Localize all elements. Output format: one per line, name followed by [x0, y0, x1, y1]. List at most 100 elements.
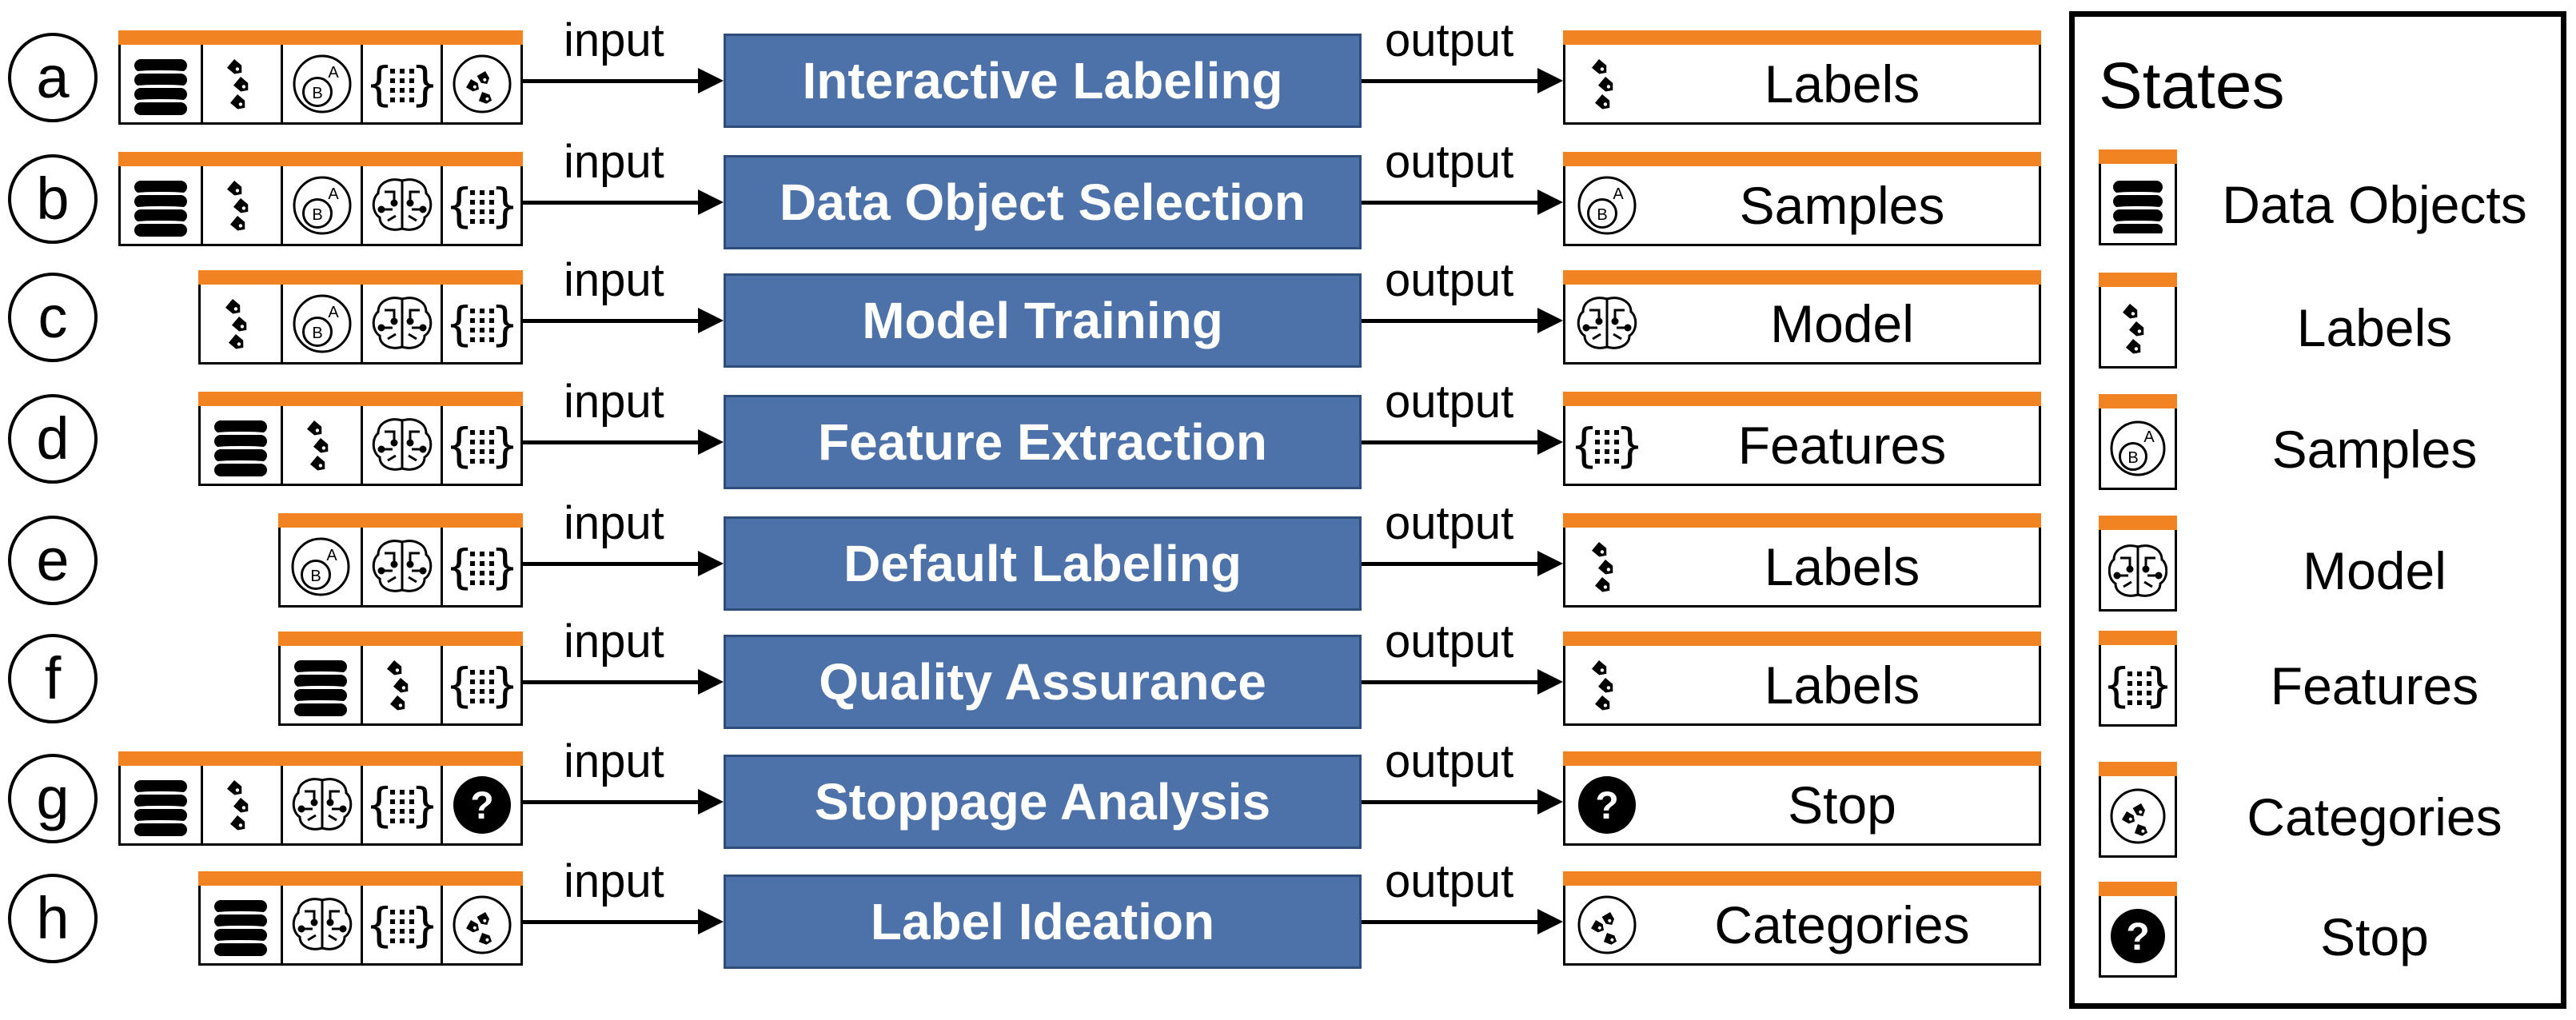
output-arrowhead: [1537, 189, 1563, 215]
input-state-cell: A B: [281, 166, 361, 244]
categories-icon: [1576, 894, 1638, 956]
legend-item: Data Objects: [2075, 149, 2562, 245]
svg-text:?: ?: [470, 785, 493, 827]
row-letter: d: [8, 394, 98, 484]
input-states: { }: [198, 392, 523, 486]
row-letter: e: [8, 516, 98, 605]
stop-icon: ?: [2108, 906, 2167, 966]
input-arrowhead: [698, 669, 724, 695]
svg-text:}: }: [1616, 418, 1638, 472]
legend-item: Model: [2075, 516, 2562, 612]
output-state: Categories: [1563, 871, 2041, 966]
output-name: Labels: [1764, 655, 1920, 715]
input-state-cell: [201, 766, 281, 843]
input-state-cell: [361, 528, 441, 605]
legend-item-label: Data Objects: [2222, 175, 2527, 234]
input-state-cell: [361, 646, 441, 723]
input-state-cell: [201, 886, 281, 963]
input-state-cell: [441, 886, 520, 963]
svg-text:{: {: [451, 297, 473, 351]
input-states: { } ?: [118, 751, 523, 846]
process-box: Data Object Selection: [724, 155, 1362, 249]
stop-icon: ?: [451, 774, 513, 836]
output-arrow: [1362, 440, 1537, 444]
labels-icon: [211, 53, 273, 115]
data-objects-icon: [130, 774, 192, 836]
row-letter: h: [8, 874, 98, 963]
input-state-cell: [201, 45, 281, 122]
output-name: Stop: [1788, 775, 1896, 835]
output-state: Labels: [1563, 513, 2041, 608]
output-state: Labels: [1563, 632, 2041, 726]
data-objects-icon: [289, 654, 352, 716]
input-state-cell: [121, 45, 201, 122]
legend-state-box: [2099, 273, 2177, 369]
labels-icon: [211, 774, 273, 836]
samples-icon: A B: [291, 293, 353, 355]
svg-text:A: A: [328, 64, 339, 82]
input-state-cell: [201, 406, 281, 484]
input-arrow: [523, 79, 698, 83]
svg-text:B: B: [310, 568, 321, 585]
model-icon: [291, 894, 353, 956]
svg-text:}: }: [490, 418, 512, 472]
svg-text:B: B: [2127, 449, 2138, 467]
output-name: Labels: [1764, 54, 1920, 114]
input-arrowhead: [698, 429, 724, 455]
categories-icon: [2108, 787, 2167, 846]
output-label: output: [1385, 855, 1514, 907]
output-name: Samples: [1739, 175, 1945, 235]
features-icon: { }: [451, 293, 513, 355]
legend-item: Labels: [2075, 273, 2562, 369]
row-letter: g: [8, 754, 98, 843]
input-state-cell: ?: [441, 766, 520, 843]
process-name: Model Training: [862, 292, 1223, 349]
input-arrow: [523, 319, 698, 323]
input-state-cell: [121, 766, 201, 843]
features-icon: { }: [371, 53, 433, 115]
model-icon: [371, 174, 433, 237]
output-arrow: [1362, 800, 1537, 804]
legend-item: ? Stop: [2075, 882, 2562, 978]
model-icon: [291, 774, 353, 836]
features-icon: { }: [371, 894, 433, 956]
svg-text:A: A: [2143, 428, 2155, 446]
input-arrow: [523, 201, 698, 205]
labels-icon: [1576, 53, 1638, 115]
output-state: A B Samples: [1563, 152, 2041, 246]
process-box: Quality Assurance: [724, 635, 1362, 729]
output-arrowhead: [1537, 909, 1563, 934]
svg-text:B: B: [312, 325, 322, 342]
input-label: input: [564, 14, 664, 66]
output-arrow: [1362, 680, 1537, 684]
model-icon: [2108, 540, 2167, 600]
output-arrow: [1362, 79, 1537, 83]
output-arrow: [1362, 562, 1537, 566]
input-state-cell: [441, 45, 520, 122]
input-label: input: [564, 254, 664, 306]
output-label: output: [1385, 735, 1514, 787]
row-letter: f: [8, 634, 98, 723]
input-state-cell: [281, 886, 361, 963]
output-state: ? Stop: [1563, 751, 2041, 846]
output-label: output: [1385, 376, 1514, 428]
legend-state-box: A B: [2099, 394, 2177, 490]
model-icon: [371, 414, 433, 476]
output-name: Categories: [1714, 894, 1970, 954]
row-letter: c: [8, 273, 98, 362]
input-label: input: [564, 136, 664, 188]
input-arrow: [523, 440, 698, 444]
output-arrowhead: [1537, 551, 1563, 576]
svg-text:}: }: [410, 57, 433, 111]
process-box: Stoppage Analysis: [724, 755, 1362, 849]
legend-item-label: Stop: [2320, 907, 2429, 966]
output-arrowhead: [1537, 308, 1563, 333]
data-objects-icon: [130, 174, 192, 237]
categories-icon: [451, 894, 513, 956]
svg-text:{: {: [451, 540, 473, 594]
svg-text:}: }: [490, 540, 512, 594]
